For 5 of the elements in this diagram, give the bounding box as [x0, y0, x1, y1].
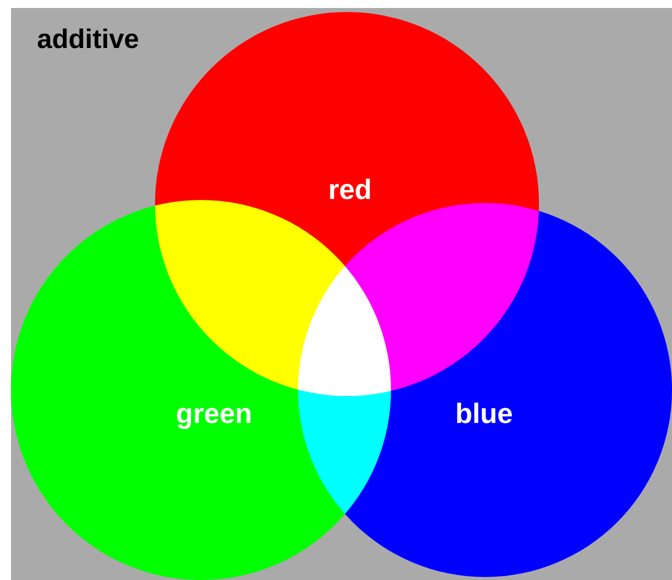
- circle-label: green: [176, 398, 252, 430]
- circle-label: red: [328, 174, 372, 206]
- circle-label: blue: [455, 398, 513, 430]
- title: additive: [37, 24, 140, 55]
- color-circle: [298, 203, 672, 577]
